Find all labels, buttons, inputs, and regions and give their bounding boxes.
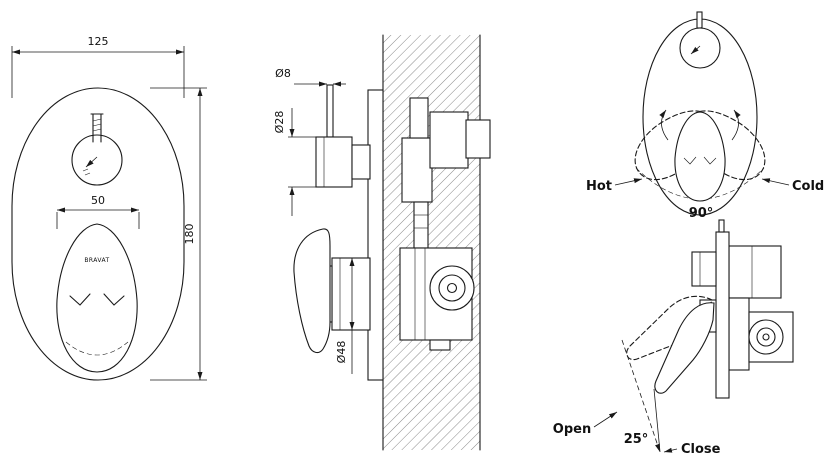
handle-dia-label: Ø48 (335, 341, 348, 364)
diverter-lever-indicator (690, 45, 701, 55)
valve-body-side (728, 245, 794, 371)
grip-chevron-right (103, 293, 125, 306)
open-close-view: Open 25° Close (553, 219, 794, 457)
knob-dia-label: Ø28 (273, 111, 286, 134)
dim-height-180: 180 (150, 87, 207, 381)
diverter-knob-side (691, 251, 717, 287)
swing-angle-label: 90° (689, 206, 714, 221)
height-dim-label: 180 (183, 224, 196, 245)
cold-arrow (761, 178, 790, 186)
diverter-stem (90, 113, 104, 143)
dim-stem-dia: Ø8 (275, 67, 346, 87)
handle-width-dim-label: 50 (91, 194, 105, 207)
tilt-angle-annotation: Open 25° Close (553, 339, 721, 457)
diverter-knob-small (679, 27, 721, 69)
lever-profile (293, 228, 331, 354)
front-view: BRAVAT 125 50 180 (11, 35, 207, 381)
tilt-angle-label: 25° (624, 432, 649, 447)
dim-knob-dia: Ø28 (273, 108, 316, 216)
mixer-handle (56, 223, 138, 373)
stem-dia-label: Ø8 (275, 67, 291, 80)
width-dim-label: 125 (88, 35, 109, 48)
side-section-view: Ø8 Ø28 Ø48 (273, 34, 491, 451)
rotation-range-view: Hot Cold 90° (586, 11, 824, 221)
dim-width-125: 125 (11, 35, 185, 98)
plate-profile-small (715, 231, 730, 399)
dim-handle-dia: Ø48 (335, 258, 355, 374)
close-label: Close (681, 442, 721, 457)
cartridge-circle (429, 265, 475, 311)
diverter-stem-profile (326, 84, 334, 138)
diverter-knob (71, 134, 123, 186)
escutcheon-plate (11, 87, 185, 381)
diverter-stem-small (696, 11, 703, 29)
wall-hatch (383, 35, 480, 450)
stem-top (718, 219, 725, 233)
brand-label: BRAVAT (84, 257, 109, 264)
diverter-lever-indicator (82, 156, 98, 176)
grip-chevron-left (69, 293, 91, 306)
hot-label: Hot (586, 179, 612, 194)
plate-profile (367, 89, 384, 381)
wall-section (382, 34, 481, 451)
rotate-arrow-right (731, 109, 741, 141)
close-arrow (663, 447, 678, 453)
dim-handle-50: 50 (56, 194, 140, 229)
hot-arrow (614, 178, 643, 186)
diverter-knob-profile (315, 84, 371, 188)
rotate-arrow-left (659, 109, 669, 141)
valve-body (399, 97, 491, 351)
open-label: Open (553, 422, 591, 437)
cold-label: Cold (792, 179, 824, 194)
open-arrow (593, 411, 618, 428)
grip-chevron (703, 156, 717, 165)
lever-solid (654, 302, 715, 394)
handle-hidden-edge (65, 341, 129, 356)
grip-chevron (683, 156, 697, 165)
angle-line-close (653, 388, 661, 453)
handle-hub-profile (293, 228, 371, 354)
mixer-handle-small (674, 111, 726, 202)
angle-line-open (621, 339, 661, 453)
